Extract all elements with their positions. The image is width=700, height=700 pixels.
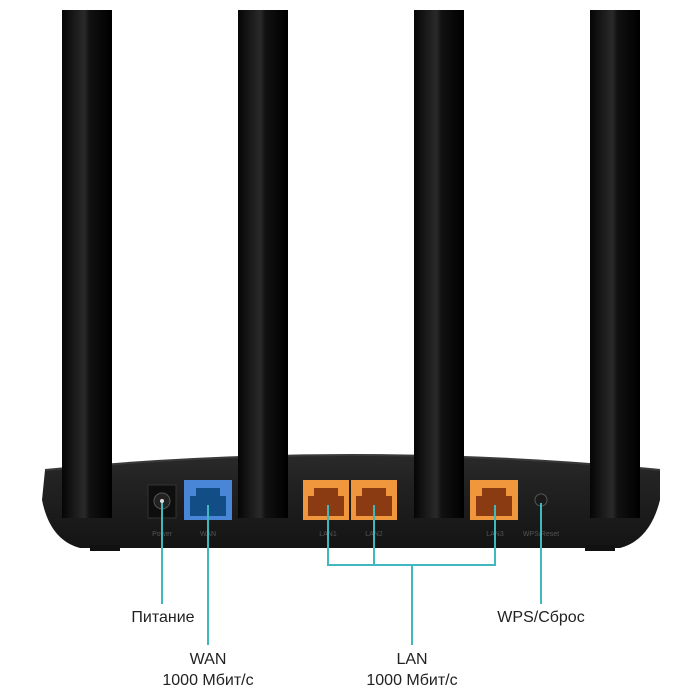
wan-callout-speed: 1000 Мбит/с: [162, 672, 254, 689]
antenna: [590, 10, 640, 518]
antenna: [414, 10, 464, 518]
wps-callout: WPS/Сброс: [497, 609, 585, 626]
lan-callout-speed: 1000 Мбит/с: [366, 672, 458, 689]
power-callout: Питание: [131, 609, 195, 626]
lan-callout-title: LAN: [396, 651, 428, 668]
lan1-port: [303, 480, 349, 520]
wan-callout-title: WAN: [189, 651, 227, 668]
antenna: [238, 10, 288, 518]
antenna: [62, 10, 112, 518]
callout-lines: [161, 503, 542, 645]
